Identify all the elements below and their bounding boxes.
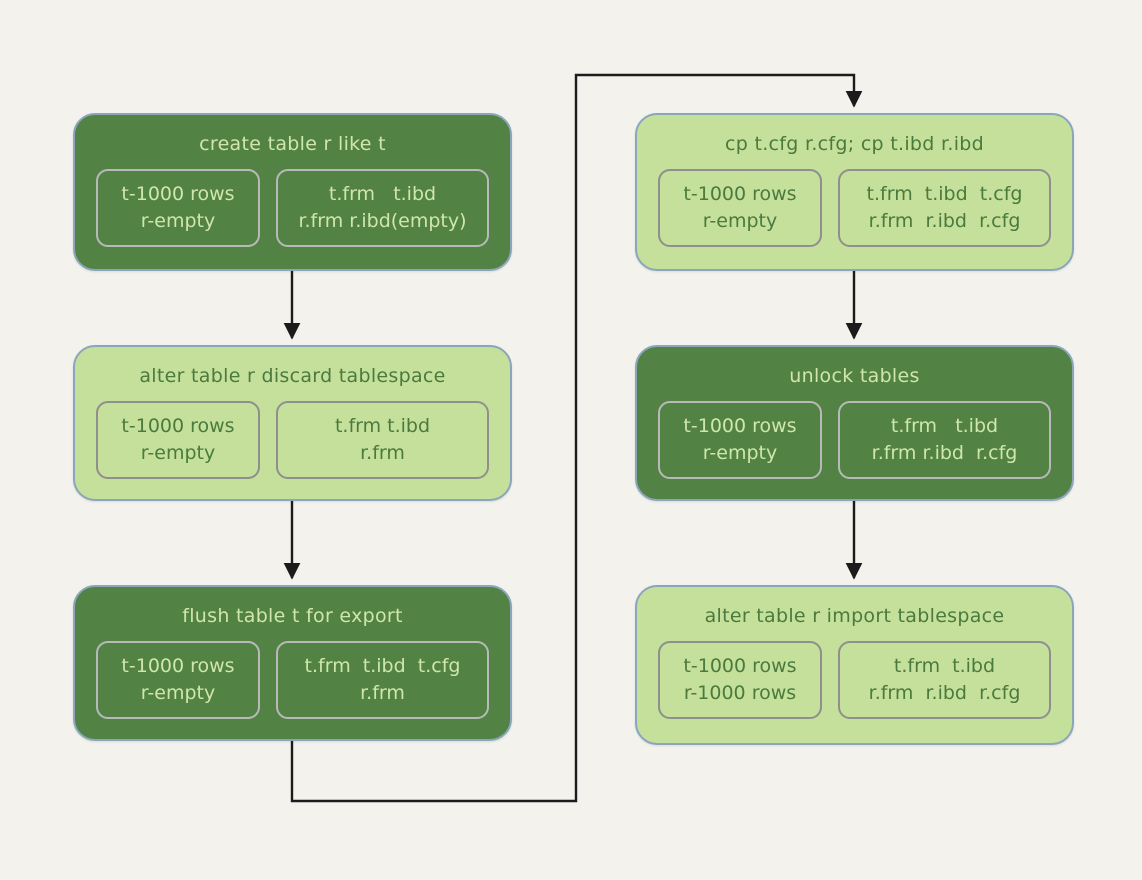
step-discard-tablespace[interactable]: alter table r discard tablespace t-1000 …	[73, 345, 512, 501]
rows-panel: t-1000 rows r-empty	[96, 401, 260, 479]
step-title: cp t.cfg r.cfg; cp t.ibd r.ibd	[725, 133, 984, 155]
files-panel: t.frm t.ibd r.frm r.ibd r.cfg	[838, 401, 1051, 479]
rows-line-1: t-1000 rows	[121, 415, 235, 437]
rows-line-2: r-empty	[140, 681, 216, 704]
rows-line-1: t-1000 rows	[121, 183, 235, 205]
files-line-1: t.frm t.ibd	[334, 415, 431, 437]
rows-panel: t-1000 rows r-empty	[96, 641, 260, 719]
rows-panel: t-1000 rows r-empty	[658, 401, 822, 479]
step-panels: t-1000 rows r-empty t.frm t.ibd t.cfg r.…	[85, 641, 500, 719]
step-panels: t-1000 rows r-1000 rows t.frm t.ibd r.fr…	[647, 641, 1062, 719]
step-flush-for-export[interactable]: flush table t for export t-1000 rows r-e…	[73, 585, 512, 741]
step-title: create table r like t	[199, 133, 386, 155]
step-import-tablespace[interactable]: alter table r import tablespace t-1000 r…	[635, 585, 1074, 745]
rows-line-1: t-1000 rows	[683, 183, 797, 205]
step-title: unlock tables	[789, 365, 920, 387]
files-panel: t.frm t.ibd r.frm r.ibd(empty)	[276, 169, 489, 247]
step-title: flush table t for export	[182, 605, 403, 627]
step-unlock-tables[interactable]: unlock tables t-1000 rows r-empty t.frm …	[635, 345, 1074, 501]
files-panel: t.frm t.ibd r.frm r.ibd r.cfg	[838, 641, 1051, 719]
rows-line-2: r-1000 rows	[683, 681, 797, 704]
rows-panel: t-1000 rows r-empty	[96, 169, 260, 247]
step-title: alter table r discard tablespace	[139, 365, 446, 387]
rows-line-2: r-empty	[702, 441, 778, 464]
rows-line-1: t-1000 rows	[683, 655, 797, 677]
files-panel: t.frm t.ibd r.frm	[276, 401, 489, 479]
files-line-2: r.frm r.ibd r.cfg	[871, 441, 1018, 464]
rows-line-2: r-empty	[140, 209, 216, 232]
files-line-1: t.frm t.ibd t.cfg	[866, 183, 1023, 205]
files-line-2: r.frm	[360, 681, 405, 704]
files-line-1: t.frm t.ibd	[893, 655, 996, 677]
files-line-2: r.frm r.ibd r.cfg	[868, 681, 1021, 704]
step-create-table[interactable]: create table r like t t-1000 rows r-empt…	[73, 113, 512, 271]
files-line-1: t.frm t.ibd	[328, 183, 437, 205]
step-panels: t-1000 rows r-empty t.frm t.ibd r.frm	[85, 401, 500, 479]
rows-line-2: r-empty	[702, 209, 778, 232]
step-title: alter table r import tablespace	[704, 605, 1005, 627]
step-panels: t-1000 rows r-empty t.frm t.ibd r.frm r.…	[647, 401, 1062, 479]
step-copy-files[interactable]: cp t.cfg r.cfg; cp t.ibd r.ibd t-1000 ro…	[635, 113, 1074, 271]
files-line-2: r.frm r.ibd(empty)	[298, 209, 467, 232]
files-line-2: r.frm	[360, 441, 405, 464]
files-panel: t.frm t.ibd t.cfg r.frm r.ibd r.cfg	[838, 169, 1051, 247]
rows-panel: t-1000 rows r-empty	[658, 169, 822, 247]
files-line-1: t.frm t.ibd	[890, 415, 999, 437]
step-panels: t-1000 rows r-empty t.frm t.ibd t.cfg r.…	[647, 169, 1062, 247]
files-line-1: t.frm t.ibd t.cfg	[304, 655, 461, 677]
files-line-2: r.frm r.ibd r.cfg	[868, 209, 1021, 232]
step-panels: t-1000 rows r-empty t.frm t.ibd r.frm r.…	[85, 169, 500, 247]
files-panel: t.frm t.ibd t.cfg r.frm	[276, 641, 489, 719]
rows-line-2: r-empty	[140, 441, 216, 464]
rows-panel: t-1000 rows r-1000 rows	[658, 641, 822, 719]
rows-line-1: t-1000 rows	[121, 655, 235, 677]
rows-line-1: t-1000 rows	[683, 415, 797, 437]
